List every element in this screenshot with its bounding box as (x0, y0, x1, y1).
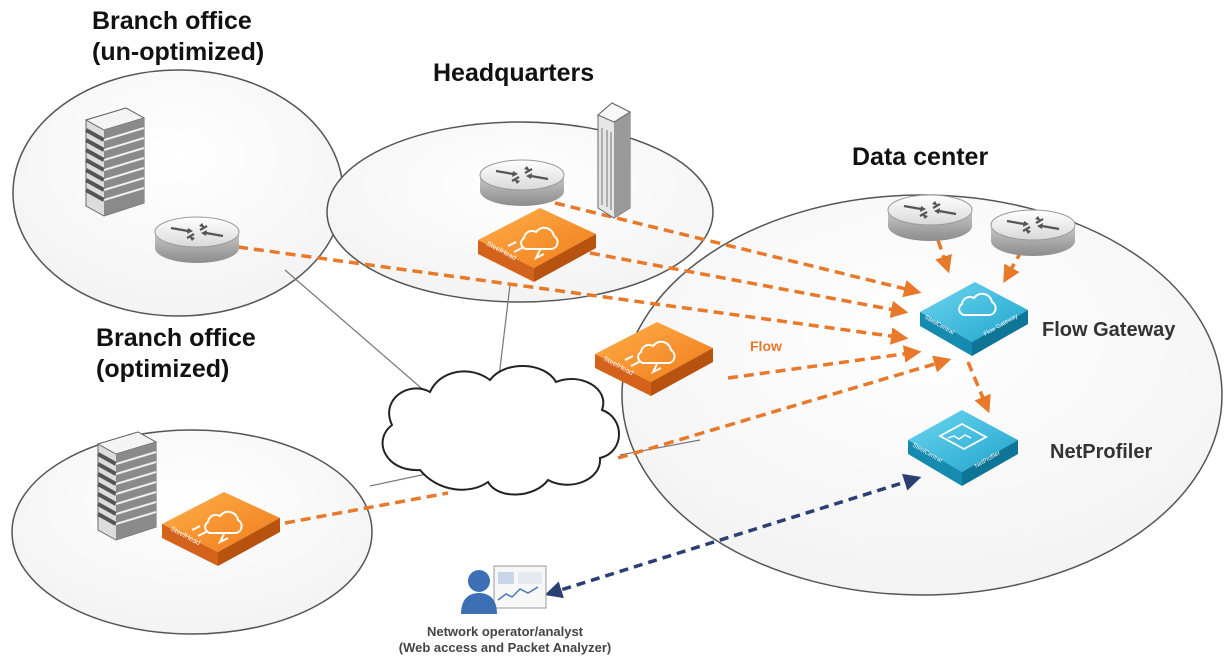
headquarters-title: Headquarters (433, 59, 595, 87)
branch-unoptimized-title: Branch office (un-optimized) (92, 6, 264, 68)
flow-arrow (935, 239, 952, 274)
flow-arrow (554, 201, 922, 298)
skyscraper-icon (597, 102, 632, 219)
server-rack-icon (96, 430, 158, 542)
flow-gateway-appliance-icon: SteelCentral Flow Gateway (920, 282, 1028, 356)
server-rack-icon (84, 106, 146, 218)
flow-arrow (237, 245, 909, 345)
steelhead-appliance-icon: SteelHead (594, 321, 714, 397)
operator-line2: (Web access and Packet Analyzer) (398, 640, 612, 655)
branch-optimized-line2: (optimized) (96, 355, 230, 383)
branch-unoptimized-area (12, 69, 344, 317)
flow-label: Flow (750, 338, 782, 354)
flow-arrow (589, 251, 909, 319)
data-center-area (621, 194, 1223, 596)
access-arrow (544, 473, 922, 599)
steelhead-appliance-icon: SteelHead (161, 491, 281, 567)
flow-gateway-label: Flow Gateway (1042, 319, 1176, 341)
data-center-title: Data center (852, 143, 989, 171)
branch-optimized-line1: Branch office (96, 324, 256, 352)
branch-unoptimized-line1: Branch office (92, 7, 252, 35)
router-icon (989, 208, 1077, 258)
netprofiler-appliance-icon: SteelCentral NetProfiler (908, 410, 1018, 486)
router-icon (478, 158, 566, 208)
flow-arrow (617, 355, 952, 460)
operator-line1: Network operator/analyst (426, 624, 584, 639)
router-icon (153, 215, 241, 265)
user-icon (461, 565, 547, 614)
branch-unoptimized-line2: (un-optimized) (92, 38, 265, 66)
operator-caption: Network operator/analyst (Web access and… (370, 624, 640, 656)
netprofiler-label: NetProfiler (1050, 441, 1153, 463)
flow-arrow (284, 491, 449, 525)
router-icon (886, 193, 974, 243)
cloud-icon (381, 365, 620, 496)
branch-optimized-title: Branch office (optimized) (96, 323, 256, 385)
flow-arrow (966, 361, 991, 414)
steelhead-appliance-icon: SteelHead (477, 207, 597, 283)
